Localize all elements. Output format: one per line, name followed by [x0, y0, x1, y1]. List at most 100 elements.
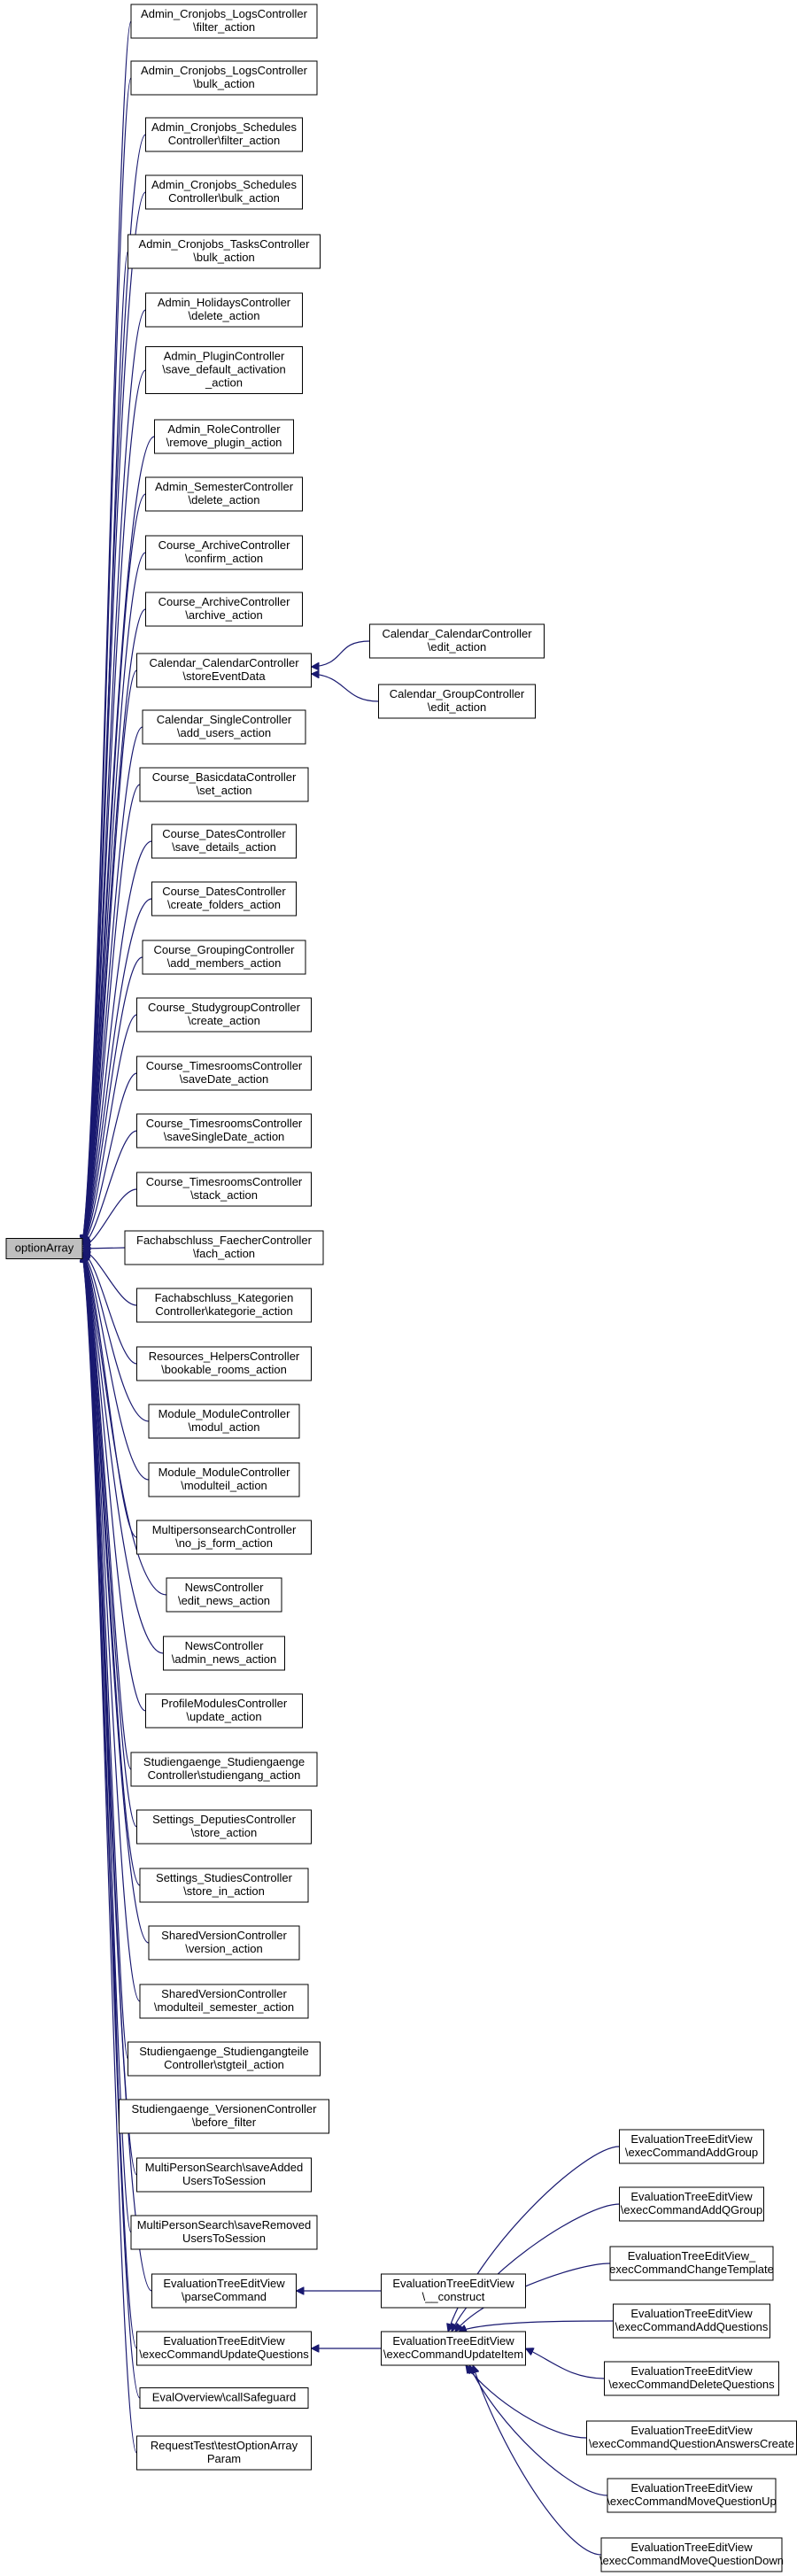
caller-settings-deputiescontroller-store-action[interactable]: Settings_DeputiesController\store_action [136, 1809, 312, 1845]
caller-newscontroller-edit-news-action-box [166, 1577, 282, 1613]
caller-newscontroller-admin-news-action-label: NewsController\admin_news_action [172, 1639, 277, 1666]
caller-multipersonsearchcontroller-no-js-form-action-box [136, 1520, 312, 1555]
caller-course-timesroomscontroller-stack-action[interactable]: Course_TimesroomsController\stack_action [136, 1172, 312, 1207]
caller-admin-holidayscontroller-delete-action-label: Admin_HolidaysController\delete_action [158, 296, 291, 322]
caller-profilemodulescontroller-update-action[interactable]: ProfileModulesController\update_action [145, 1693, 303, 1729]
caller-module-modulecontroller-modul-action-label: Module_ModuleController\modul_action [159, 1407, 291, 1434]
calendar-caller-calendar-calendarcontroller-edit-action[interactable]: Calendar_CalendarController\edit_action [369, 623, 545, 659]
caller-course-archivecontroller-confirm-action[interactable]: Course_ArchiveController\confirm_action [145, 535, 303, 570]
caller-admin-holidayscontroller-delete-action[interactable]: Admin_HolidaysController\delete_action [145, 292, 303, 328]
edge-caller-15 [81, 898, 152, 1243]
edge-update-caller-3 [459, 2320, 614, 2332]
update-caller-evaluationtreeeditview-execcommandquestionanswerscreate-label: EvaluationTreeEditView\execCommandQuesti… [589, 2424, 794, 2450]
update-caller-evaluationtreeeditview-execcommandchangetemplate[interactable]: EvaluationTreeEditView_execCommandChange… [609, 2246, 774, 2281]
edge-caller-29 [82, 1254, 146, 1712]
update-caller-evaluationtreeeditview-execcommandaddqgroup-label: EvaluationTreeEditView\execCommandAddQGr… [621, 2190, 762, 2216]
caller-course-groupingcontroller-add-members-action-label: Course_GroupingController\add_members_ac… [154, 943, 296, 970]
calendar-caller-calendar-groupcontroller-edit-action-box [378, 684, 536, 719]
edge-update-caller-7 [473, 2365, 602, 2556]
node-optionArray[interactable]: optionArray [5, 1238, 83, 1259]
caller-settings-deputiescontroller-store-action-label: Settings_DeputiesController\store_action [152, 1813, 297, 1839]
caller-evaluationtreeeditview-execcommandupdatequestions[interactable]: EvaluationTreeEditView\execCommandUpdate… [136, 2331, 312, 2366]
update-caller-evaluationtreeeditview-execcommandaddquestions-box [613, 2303, 770, 2339]
caller-course-basicdatacontroller-set-action[interactable]: Course_BasicdataController\set_action [139, 767, 309, 802]
update-caller-evaluationtreeeditview-execcommandaddquestions[interactable]: EvaluationTreeEditView\execCommandAddQue… [613, 2303, 770, 2339]
caller-course-timesroomscontroller-savedate-action[interactable]: Course_TimesroomsController\saveDate_act… [136, 1056, 312, 1091]
caller-course-timesroomscontroller-savesingledate-action-box [136, 1113, 312, 1149]
caller-course-archivecontroller-archive-action[interactable]: Course_ArchiveController\archive_action [145, 592, 303, 627]
update-caller-evaluationtreeeditview-execcommanddeletequestions[interactable]: EvaluationTreeEditView\execCommandDelete… [604, 2361, 779, 2396]
caller-sharedversioncontroller-version-action[interactable]: SharedVersionController\version_action [148, 1925, 300, 1961]
caller-studiengaenge-studiengaenge-controller-studiengang-action-box [130, 1752, 318, 1787]
update-caller-evaluationtreeeditview-execcommanddeletequestions-label: EvaluationTreeEditView\execCommandDelete… [608, 2364, 775, 2391]
caller-course-datescontroller-save-details-action-box [151, 824, 297, 859]
caller-course-basicdatacontroller-set-action-label: Course_BasicdataController\set_action [152, 770, 297, 797]
update-caller-evaluationtreeeditview-execcommandquestionanswerscreate[interactable]: EvaluationTreeEditView\execCommandQuesti… [586, 2420, 797, 2456]
caller-course-datescontroller-create-folders-action-box [151, 881, 297, 917]
caller-resources-helperscontroller-bookable-rooms-action[interactable]: Resources_HelpersController\bookable_roo… [136, 1346, 312, 1381]
edge-caller-11 [82, 669, 138, 1243]
caller-admin-cronjobs-taskscontroller-bulk-action[interactable]: Admin_Cronjobs_TasksController\bulk_acti… [128, 234, 321, 269]
caller-course-datescontroller-create-folders-action[interactable]: Course_DatesController\create_folders_ac… [151, 881, 297, 917]
caller-admin-plugincontroller-save-default-activation-action-box [145, 346, 303, 394]
update-caller-evaluationtreeeditview-execcommandaddgroup[interactable]: EvaluationTreeEditView\execCommandAddGro… [619, 2129, 764, 2164]
caller-calendar-singlecontroller-add-users-action-box [142, 709, 306, 745]
caller-course-timesroomscontroller-savesingledate-action-label: Course_TimesroomsController\saveSingleDa… [146, 1117, 303, 1143]
caller-newscontroller-admin-news-action[interactable]: NewsController\admin_news_action [163, 1636, 285, 1671]
update-caller-evaluationtreeeditview-execcommandaddgroup-box [619, 2129, 764, 2164]
caller-fachabschluss-faechercontroller-fach-action[interactable]: Fachabschluss_FaecherController\fach_act… [124, 1230, 324, 1265]
caller-admin-semestercontroller-delete-action-box [145, 476, 303, 512]
caller-calendar-calendarcontroller-storeeventdata[interactable]: Calendar_CalendarController\storeEventDa… [136, 653, 312, 688]
caller-settings-studiescontroller-store-in-action[interactable]: Settings_StudiesController\store_in_acti… [139, 1868, 309, 1903]
caller-resources-helperscontroller-bookable-rooms-action-label: Resources_HelpersController\bookable_roo… [149, 1350, 300, 1376]
caller-module-modulecontroller-modul-action[interactable]: Module_ModuleController\modul_action [148, 1404, 300, 1439]
node-construct[interactable]: EvaluationTreeEditView\__construct [381, 2273, 526, 2309]
update-caller-evaluationtreeeditview-execcommandaddquestions-label: EvaluationTreeEditView\execCommandAddQue… [615, 2307, 769, 2333]
caller-module-modulecontroller-modul-action-box [148, 1404, 300, 1439]
caller-settings-deputiescontroller-store-action-box [136, 1809, 312, 1845]
caller-admin-semestercontroller-delete-action[interactable]: Admin_SemesterController\delete_action [145, 476, 303, 512]
caller-admin-rolecontroller-remove-plugin-action[interactable]: Admin_RoleController\remove_plugin_actio… [154, 419, 294, 454]
edge-caller-38 [82, 1254, 132, 2233]
update-caller-evaluationtreeeditview-execcommandaddqgroup[interactable]: EvaluationTreeEditView\execCommandAddQGr… [619, 2186, 764, 2222]
caller-course-groupingcontroller-add-members-action[interactable]: Course_GroupingController\add_members_ac… [142, 940, 306, 975]
update-caller-evaluationtreeeditview-execcommandaddgroup-label: EvaluationTreeEditView\execCommandAddGro… [625, 2132, 758, 2159]
caller-course-datescontroller-save-details-action[interactable]: Course_DatesController\save_details_acti… [151, 824, 297, 859]
caller-module-modulecontroller-modulteil-action[interactable]: Module_ModuleController\modulteil_action [148, 1462, 300, 1497]
edge-update-caller-2 [455, 2263, 611, 2332]
caller-multipersonsearchcontroller-no-js-form-action[interactable]: MultipersonsearchController\no_js_form_a… [136, 1520, 312, 1555]
caller-calendar-calendarcontroller-storeeventdata-label: Calendar_CalendarController\storeEventDa… [149, 656, 299, 683]
caller-course-timesroomscontroller-savesingledate-action[interactable]: Course_TimesroomsController\saveSingleDa… [136, 1113, 312, 1149]
update-caller-evaluationtreeeditview-execcommandaddqgroup-box [619, 2186, 764, 2222]
caller-sharedversioncontroller-version-action-box [148, 1925, 300, 1961]
update-caller-evaluationtreeeditview-execcommandchangetemplate-label: EvaluationTreeEditView_execCommandChange… [609, 2249, 774, 2276]
node-update-item[interactable]: EvaluationTreeEditView\execCommandUpdate… [381, 2331, 526, 2366]
update-caller-evaluationtreeeditview-execcommandmovequestionup[interactable]: EvaluationTreeEditView\execCommandMoveQu… [607, 2478, 777, 2513]
caller-studiengaenge-versionencontroller-before-filter[interactable]: Studiengaenge_VersionenController\before… [119, 2099, 329, 2134]
edge-caller-13 [82, 784, 141, 1243]
edge-caller-24 [82, 1254, 150, 1422]
calendar-caller-calendar-groupcontroller-edit-action[interactable]: Calendar_GroupController\edit_action [378, 684, 536, 719]
edge-caller-2 [82, 134, 147, 1243]
caller-course-studygroupcontroller-create-action[interactable]: Course_StudygroupController\create_actio… [136, 997, 312, 1033]
caller-admin-cronjobs-logscontroller-filter-action[interactable]: Admin_Cronjobs_LogsController\filter_act… [130, 4, 318, 39]
caller-evaluationtreeeditview-parsecommand[interactable]: EvaluationTreeEditView\parseCommand [151, 2273, 297, 2309]
update-caller-evaluationtreeeditview-execcommandmovequestiondown[interactable]: EvaluationTreeEditView\execCommandMoveQu… [599, 2537, 784, 2572]
edge-update-caller-1 [452, 2203, 620, 2332]
caller-admin-cronjobs-logscontroller-bulk-action[interactable]: Admin_Cronjobs_LogsController\bulk_actio… [130, 60, 318, 96]
caller-sharedversioncontroller-modulteil-semester-action[interactable]: SharedVersionController\modulteil_semest… [139, 1984, 309, 2019]
caller-admin-plugincontroller-save-default-activation-action[interactable]: Admin_PluginController\save_default_acti… [145, 346, 303, 394]
caller-calendar-singlecontroller-add-users-action[interactable]: Calendar_SingleController\add_users_acti… [142, 709, 306, 745]
node-optionArray-box [5, 1238, 83, 1259]
caller-admin-cronjobs-taskscontroller-bulk-action-box [128, 234, 321, 269]
caller-evaloverview-callsafeguard[interactable]: EvalOverview\callSafeguard [139, 2387, 309, 2409]
caller-newscontroller-edit-news-action[interactable]: NewsController\edit_news_action [166, 1577, 282, 1613]
